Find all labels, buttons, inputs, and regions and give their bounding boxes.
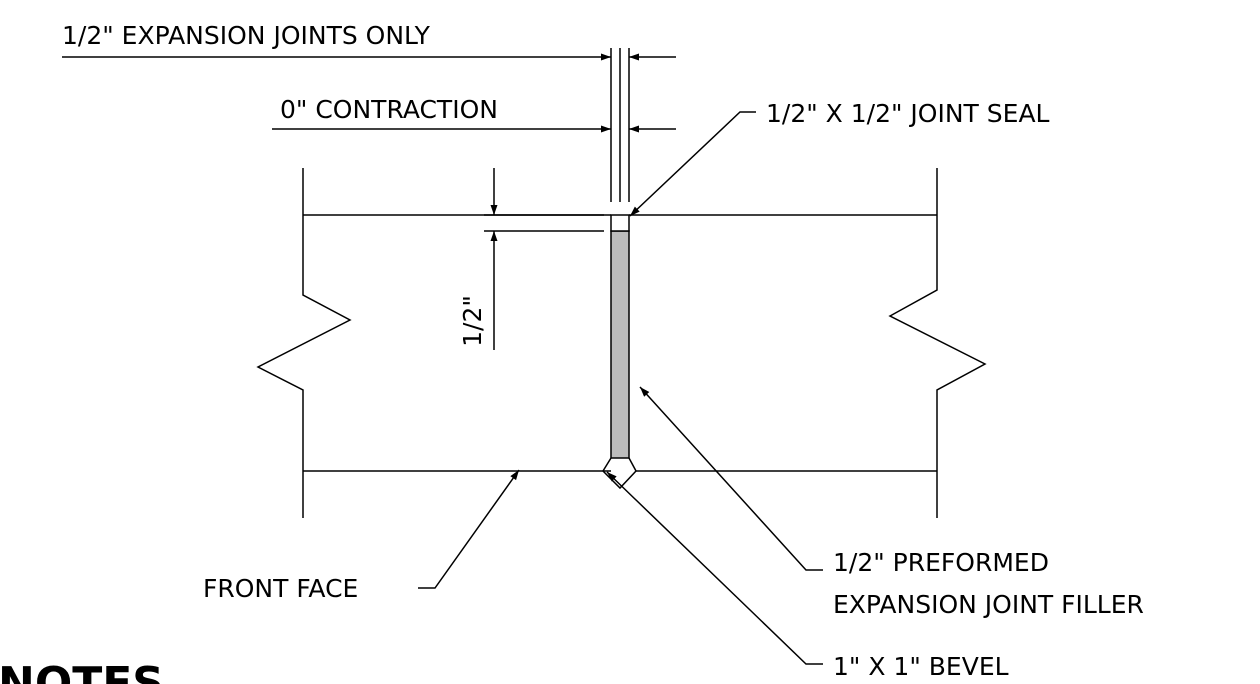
preformed-joint-filler: [610, 230, 630, 459]
joint: [602, 214, 637, 490]
label-bevel: 1" X 1" BEVEL: [833, 652, 1009, 681]
label-expansion-joints: 1/2" EXPANSION JOINTS ONLY: [62, 21, 431, 50]
label-contraction: 0" CONTRACTION: [280, 95, 498, 124]
label-filler-line2: EXPANSION JOINT FILLER: [833, 590, 1144, 619]
left-slab: [256, 168, 611, 518]
bevel: [602, 457, 637, 490]
joint-seal: [610, 214, 630, 232]
label-depth-dimension: 1/2": [458, 295, 487, 347]
label-joint-seal: 1/2" X 1/2" JOINT SEAL: [766, 99, 1050, 128]
depth-dimension: [484, 168, 604, 350]
label-filler-line1: 1/2" PREFORMED: [833, 548, 1049, 577]
right-slab: [629, 168, 987, 518]
label-front-face: FRONT FACE: [203, 574, 358, 603]
notes-heading: NOTES: [0, 658, 164, 684]
width-dimensions: [62, 48, 676, 202]
leaders: [418, 111, 823, 665]
